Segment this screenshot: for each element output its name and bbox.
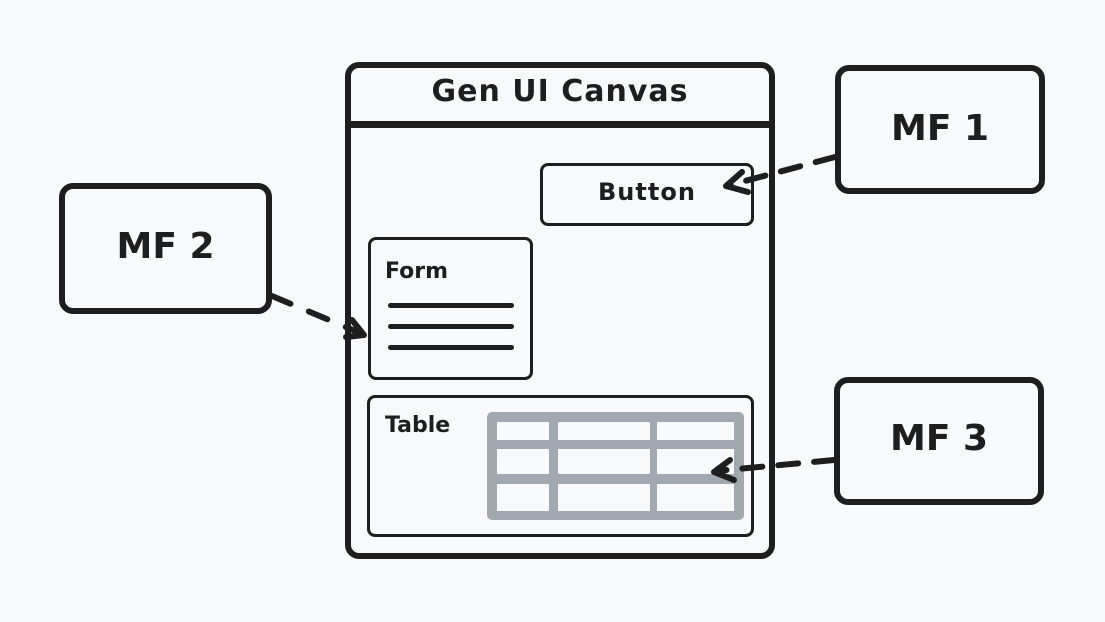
table-grid — [487, 412, 744, 520]
table-cell — [558, 484, 650, 511]
mf1-box[interactable] — [835, 65, 1045, 194]
table-cell — [558, 449, 650, 474]
table-cell — [497, 484, 549, 511]
mf2-label: MF 2 — [116, 226, 215, 267]
form-field-line — [388, 345, 514, 350]
mf3-box[interactable] — [834, 377, 1044, 505]
table-cell — [558, 422, 650, 440]
table-cell — [497, 422, 549, 440]
mf3-label: MF 3 — [890, 418, 988, 459]
table-cell — [657, 449, 734, 474]
table-cell — [497, 449, 549, 474]
button-component[interactable] — [540, 163, 754, 226]
table-cell — [657, 422, 734, 440]
form-field-line — [388, 324, 514, 329]
canvas-header-divider — [345, 121, 775, 128]
canvas-title: Gen UI Canvas — [431, 74, 689, 109]
mf2-box[interactable] — [59, 183, 272, 314]
button-component-label: Button — [598, 178, 696, 206]
mf1-label: MF 1 — [891, 108, 989, 149]
form-component[interactable] — [368, 237, 533, 380]
form-field-line — [388, 303, 514, 308]
table-component-label: Table — [385, 413, 451, 438]
form-component-label: Form — [385, 259, 449, 284]
table-cell — [657, 484, 734, 511]
